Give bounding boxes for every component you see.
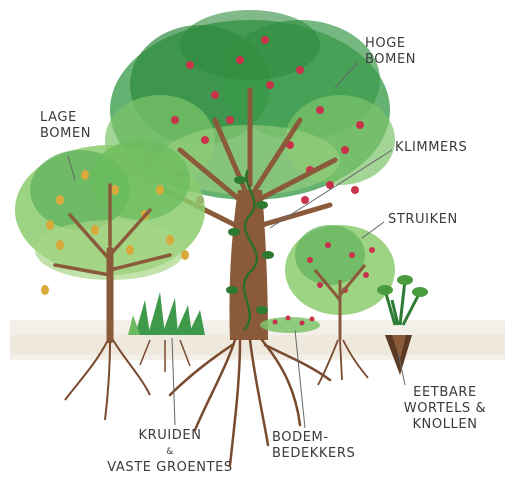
- label-lage-bomen-line1: LAGE: [40, 110, 91, 126]
- label-eetbare: EETBARE WORTELS & KNOLLEN: [395, 385, 495, 433]
- label-kruiden: KRUIDEN & VASTE GROENTES: [100, 428, 240, 476]
- label-klimmers: KLIMMERS: [395, 140, 467, 156]
- label-hoge-bomen-line2: BOMEN: [365, 52, 416, 68]
- shrub: [285, 225, 395, 385]
- label-kruiden-line1: KRUIDEN: [100, 428, 240, 444]
- label-eetbare-line2: WORTELS &: [395, 401, 495, 417]
- label-lage-bomen-line2: BOMEN: [40, 126, 91, 142]
- low-tree: [15, 140, 205, 420]
- label-eetbare-line3: KNOLLEN: [395, 417, 495, 433]
- label-lage-bomen: LAGE BOMEN: [40, 110, 91, 142]
- label-klimmers-text: KLIMMERS: [395, 140, 467, 155]
- label-bodembedekkers: BODEM- BEDEKKERS: [272, 430, 355, 462]
- label-hoge-bomen-line1: HOGE: [365, 36, 416, 52]
- label-struiken: STRUIKEN: [388, 212, 458, 228]
- herbs-plant: [128, 292, 205, 335]
- label-eetbare-line1: EETBARE: [395, 385, 495, 401]
- label-kruiden-line3: VASTE GROENTES: [100, 460, 240, 476]
- label-bodembedekkers-line1: BODEM-: [272, 430, 355, 446]
- ground-cover: [260, 316, 320, 334]
- label-bodembedekkers-line2: BEDEKKERS: [272, 446, 355, 462]
- label-hoge-bomen: HOGE BOMEN: [365, 36, 416, 68]
- label-kruiden-ampersand: &: [100, 444, 240, 460]
- label-struiken-text: STRUIKEN: [388, 212, 458, 227]
